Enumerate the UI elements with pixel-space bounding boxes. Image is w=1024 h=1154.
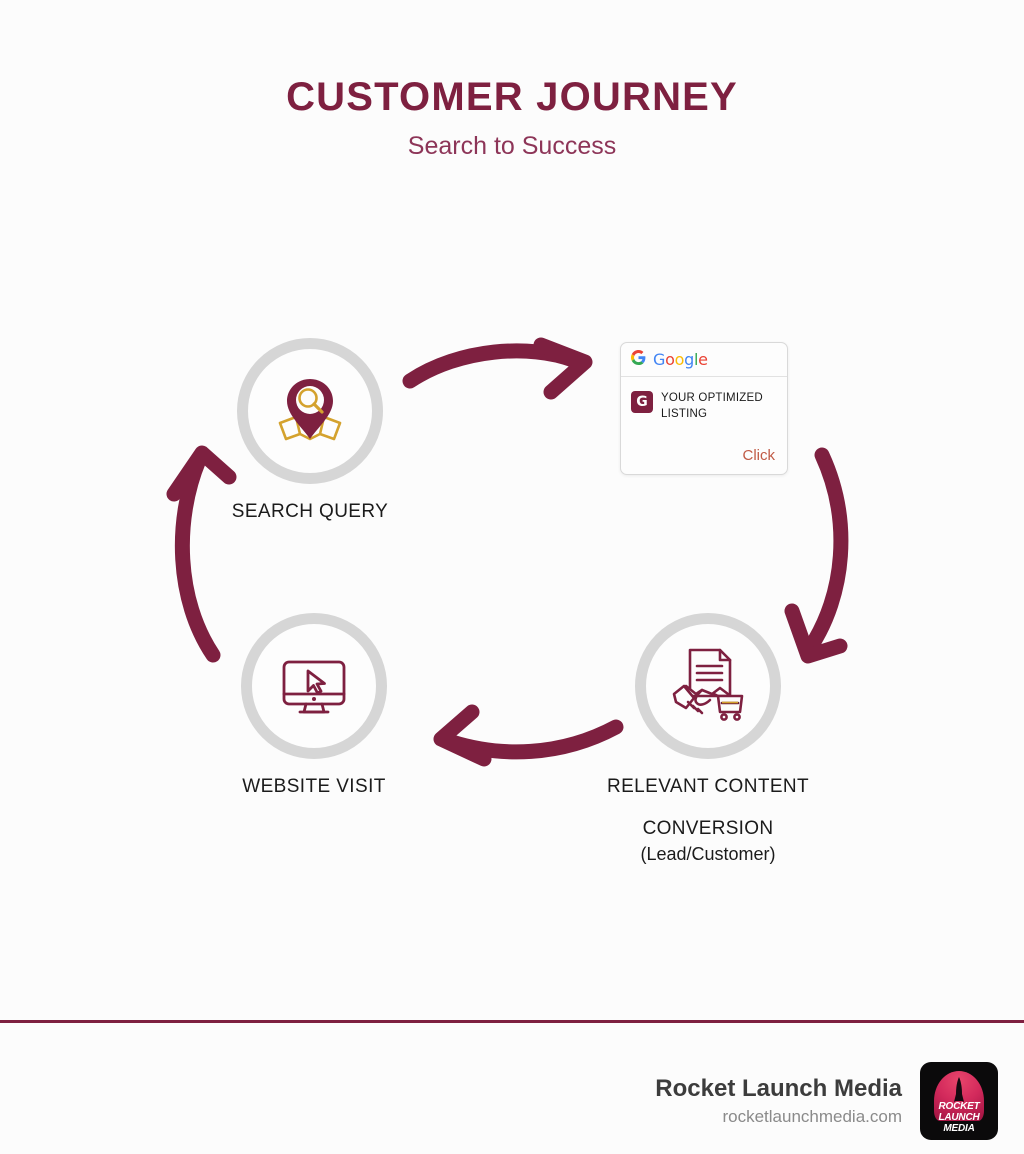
footer-divider — [0, 1020, 1024, 1023]
logo-line-2: LAUNCH — [938, 1111, 980, 1123]
node-relevant-content-ring — [635, 613, 781, 759]
node-relevant-content[interactable]: RELEVANT CONTENT CONVERSION (Lead/Custom… — [578, 613, 838, 867]
node-search-query[interactable]: SEARCH QUERY — [180, 338, 440, 524]
listing-text: YOUR OPTIMIZED LISTING — [661, 391, 763, 422]
node-relevant-content-label: RELEVANT CONTENT — [606, 776, 810, 797]
google-wordmark-e: e — [698, 350, 708, 369]
listing-line-2: LISTING — [661, 407, 708, 420]
brand-url[interactable]: rocketlaunchmedia.com — [722, 1106, 902, 1126]
document-handshake-cart-icon — [662, 638, 754, 735]
listing-g-badge-icon: G — [631, 391, 653, 413]
google-wordmark-l: l — [693, 350, 699, 369]
footer-text-block: Rocket Launch Media rocketlaunchmedia.co… — [655, 1074, 902, 1129]
google-wordmark: Google — [653, 350, 708, 369]
logo-wordmark: ROCKET LAUNCH MEDIA — [920, 1101, 998, 1134]
rocket-icon — [954, 1077, 964, 1102]
page-header: CUSTOMER JOURNEY Search to Success — [0, 74, 1024, 161]
google-wordmark-g2: g — [684, 350, 694, 369]
listing-row[interactable]: G YOUR OPTIMIZED LISTING — [621, 377, 787, 422]
monitor-cursor-icon — [270, 640, 358, 733]
page-subtitle: Search to Success — [407, 132, 617, 160]
node-website-visit-ring — [241, 613, 387, 759]
listing-line-1: YOUR OPTIMIZED — [661, 392, 763, 404]
arrow-layer — [166, 337, 849, 767]
google-wordmark-o2: o — [674, 350, 685, 369]
node-search-query-ring — [237, 338, 383, 484]
brand-name: Rocket Launch Media — [655, 1074, 902, 1102]
node-search-query-label: SEARCH QUERY — [231, 501, 389, 522]
logo-line-1: ROCKET — [938, 1101, 980, 1112]
google-g-icon — [631, 349, 646, 370]
node-conversion-parenthetical: (Lead/Customer) — [640, 844, 776, 865]
node-website-visit-label: WEBSITE VISIT — [242, 776, 386, 797]
google-listing-card[interactable]: Google G YOUR OPTIMIZED LISTING Click — [620, 342, 788, 475]
google-wordmark-o1: o — [665, 350, 675, 369]
page-title: CUSTOMER JOURNEY — [286, 75, 738, 119]
google-card-header: Google — [621, 343, 787, 377]
google-wordmark-g1: G — [653, 350, 666, 369]
node-website-visit[interactable]: WEBSITE VISIT — [184, 613, 444, 799]
click-label[interactable]: Click — [742, 447, 776, 464]
customer-journey-diagram: SEARCH QUERY Google G YOUR OPTIMIZED LIS… — [166, 337, 849, 867]
node-conversion-label: CONVERSION — [642, 817, 774, 839]
logo-line-3: MEDIA — [943, 1122, 975, 1134]
map-pin-search-icon — [264, 363, 356, 460]
page-footer: Rocket Launch Media rocketlaunchmedia.co… — [0, 1048, 1024, 1154]
brand-logo[interactable]: ROCKET LAUNCH MEDIA — [920, 1062, 998, 1140]
